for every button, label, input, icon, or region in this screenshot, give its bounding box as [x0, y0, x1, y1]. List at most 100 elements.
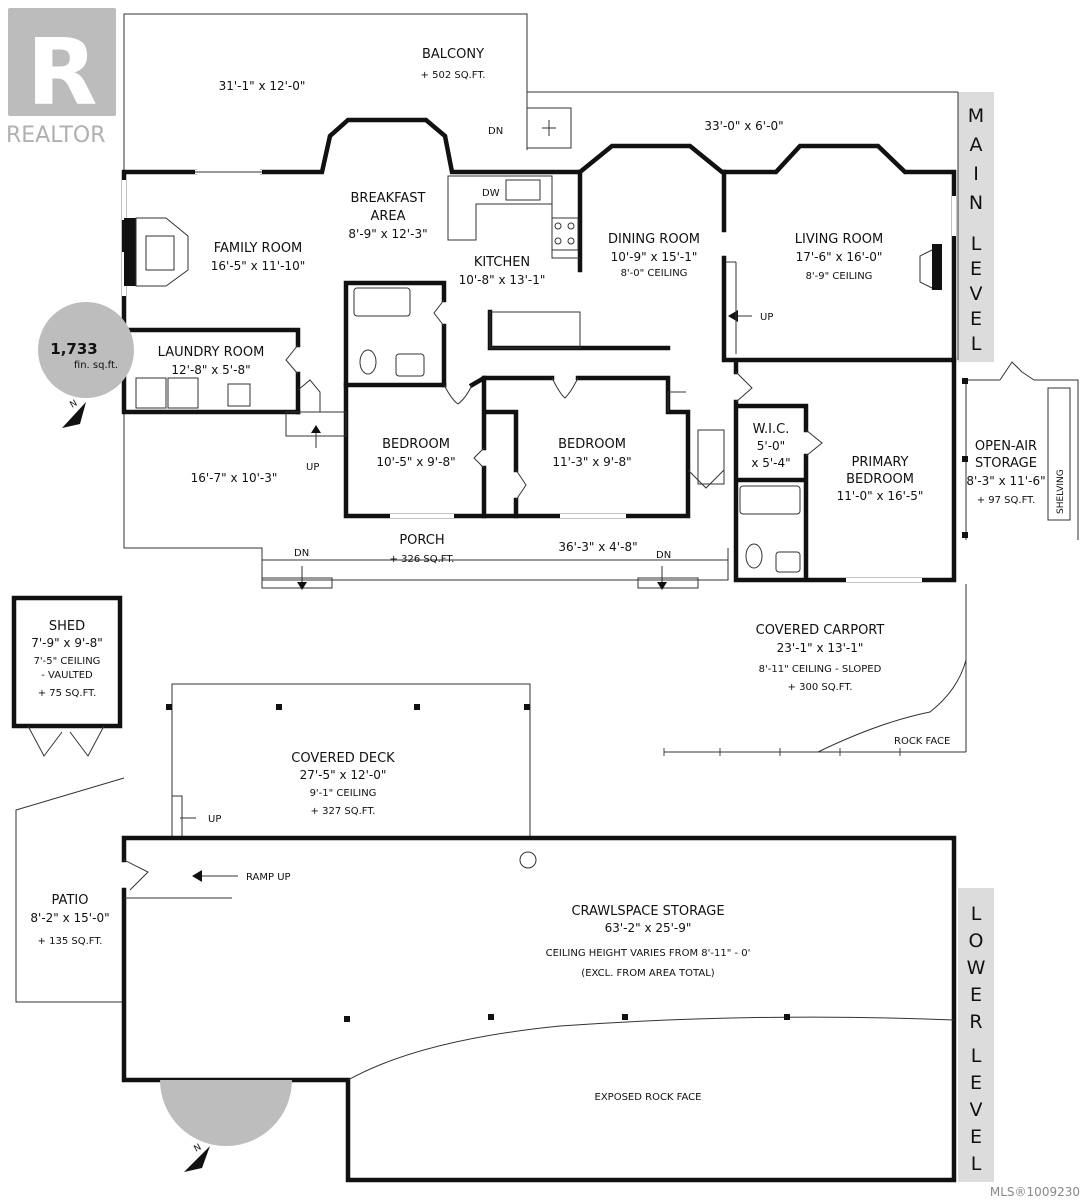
kitchen-island [489, 311, 581, 349]
svg-text:O: O [969, 930, 984, 952]
washer [135, 377, 167, 409]
carport-ceiling: 8'-11" CEILING - SLOPED [759, 664, 882, 675]
bathtub-main [353, 287, 411, 317]
compass-lower [160, 1080, 292, 1146]
shed-ceiling-2: - VAULTED [41, 670, 93, 681]
svg-text:V: V [970, 1099, 983, 1121]
svg-text:L: L [971, 233, 982, 255]
laundry-dims: 12'-8" x 5'-8" [171, 363, 250, 377]
shed-name: SHED [49, 619, 85, 634]
kitchen-sink [505, 179, 541, 201]
porch-dn-right: DN [656, 550, 671, 561]
svg-text:E: E [970, 308, 982, 330]
stove [551, 217, 579, 251]
svg-text:L: L [971, 1153, 982, 1175]
svg-text:N: N [193, 1143, 204, 1155]
balcony-name: BALCONY [422, 47, 484, 62]
porch-area: + 326 SQ.FT. [390, 554, 455, 565]
bedroom1-name: BEDROOM [382, 437, 450, 452]
open-air-area: + 97 SQ.FT. [977, 495, 1036, 506]
deck-name: COVERED DECK [291, 751, 395, 766]
laundry-sink [227, 383, 251, 407]
svg-text:N: N [69, 399, 80, 411]
svg-text:R: R [969, 1011, 982, 1033]
shed-ceiling-1: 7'-5" CEILING [34, 656, 101, 667]
patio-name: PATIO [52, 893, 89, 908]
bedroom2-name: BEDROOM [558, 437, 626, 452]
main-level-bar [958, 92, 994, 362]
svg-text:W: W [967, 957, 986, 979]
dishwasher-label: DW [482, 188, 500, 199]
open-air-dims: 8'-3" x 11'-6" [966, 474, 1045, 488]
rock-face-line [347, 1016, 955, 1081]
bedroom1-dims: 10'-5" x 9'-8" [376, 455, 455, 469]
breakfast-dims: 8'-9" x 12'-3" [348, 227, 427, 241]
svg-text:V: V [970, 283, 983, 305]
svg-text:L: L [971, 333, 982, 355]
primary-dims: 11'-0" x 16'-5" [837, 489, 924, 503]
carport-area: + 300 SQ.FT. [788, 682, 853, 693]
porch-dims: 36'-3" x 4'-8" [558, 540, 637, 554]
patio-area: + 135 SQ.FT. [38, 936, 103, 947]
living-ceiling: 8'-9" CEILING [806, 271, 873, 282]
crawl-note-1: CEILING HEIGHT VARIES FROM 8'-11" - 0' [546, 948, 751, 959]
svg-text:E: E [970, 258, 982, 280]
kitchen-name: KITCHEN [474, 255, 530, 270]
fireplace-family [124, 218, 136, 286]
deck-area: + 327 SQ.FT. [311, 806, 376, 817]
kitchen-dims: 10'-8" x 13'-1" [459, 273, 546, 287]
open-air-name-2: STORAGE [975, 456, 1037, 471]
primary-name-2: BEDROOM [846, 472, 914, 487]
crawl-dims: 63'-2" x 25'-9" [605, 921, 692, 935]
laundry-name: LAUNDRY ROOM [158, 345, 265, 360]
balcony-area: + 502 SQ.FT. [421, 70, 486, 81]
main-level-label: M A I N L E V E L [968, 105, 984, 355]
realtor-logo: R REALTOR [6, 8, 116, 148]
balcony-east-dims: 33'-0" x 6'-0" [704, 119, 783, 133]
svg-text:N: N [969, 192, 983, 214]
porch-outline [123, 410, 729, 581]
patio-outline [15, 777, 125, 1003]
compass-main [38, 302, 134, 398]
carport-dims: 23'-1" x 13'-1" [777, 641, 864, 655]
svg-text:A: A [970, 134, 983, 156]
svg-text:R: R [27, 19, 98, 126]
deck-ceiling: 9'-1" CEILING [310, 788, 377, 799]
living-name: LIVING ROOM [795, 232, 883, 247]
shelving-label: SHELVING [1056, 469, 1066, 514]
deck-up-label: UP [208, 814, 221, 825]
balcony-stair [526, 107, 572, 149]
open-air-name-1: OPEN-AIR [975, 439, 1037, 454]
exposed-rock-face-label: EXPOSED ROCK FACE [595, 1092, 702, 1103]
deck-posts [166, 704, 530, 710]
porch-name: PORCH [399, 533, 444, 548]
wic-name: W.I.C. [753, 422, 790, 437]
balcony-dims: 31'-1" x 12'-0" [219, 79, 306, 93]
shed-dims: 7'-9" x 9'-8" [31, 636, 103, 650]
area-badge-value: 1,733 [50, 340, 97, 358]
carport-posts [663, 748, 901, 756]
dining-ceiling: 8'-0" CEILING [621, 268, 688, 279]
dryer [167, 377, 199, 409]
covered-deck-outline [171, 683, 531, 838]
svg-text:I: I [973, 163, 979, 185]
patio-dims: 8'-2" x 15'-0" [30, 911, 109, 925]
lower-level-label: L O W E R L E V E L [967, 903, 986, 1175]
wic-dims-2: x 5'-4" [751, 456, 790, 470]
shelving [1047, 387, 1071, 521]
living-dims: 17'-6" x 16'-0" [796, 250, 883, 264]
area-badge-unit: fin. sq.ft. [74, 360, 118, 371]
bathtub-primary [739, 485, 801, 515]
svg-text:E: E [970, 1072, 982, 1094]
balcony-dn-label: DN [488, 126, 503, 137]
bedroom2-dims: 11'-3" x 9'-8" [552, 455, 631, 469]
carport-rock-face: ROCK FACE [894, 736, 950, 747]
dining-dims: 10'-9" x 15'-1" [611, 250, 698, 264]
crawlspace-walls [121, 835, 957, 1183]
mls-number: MLS®1009230 [990, 1185, 1080, 1199]
lower-level-bar [958, 888, 994, 1182]
wic-dims-1: 5'-0" [757, 439, 785, 453]
breakfast-name-1: BREAKFAST [351, 191, 426, 206]
deck-dims: 27'-5" x 12'-0" [300, 768, 387, 782]
